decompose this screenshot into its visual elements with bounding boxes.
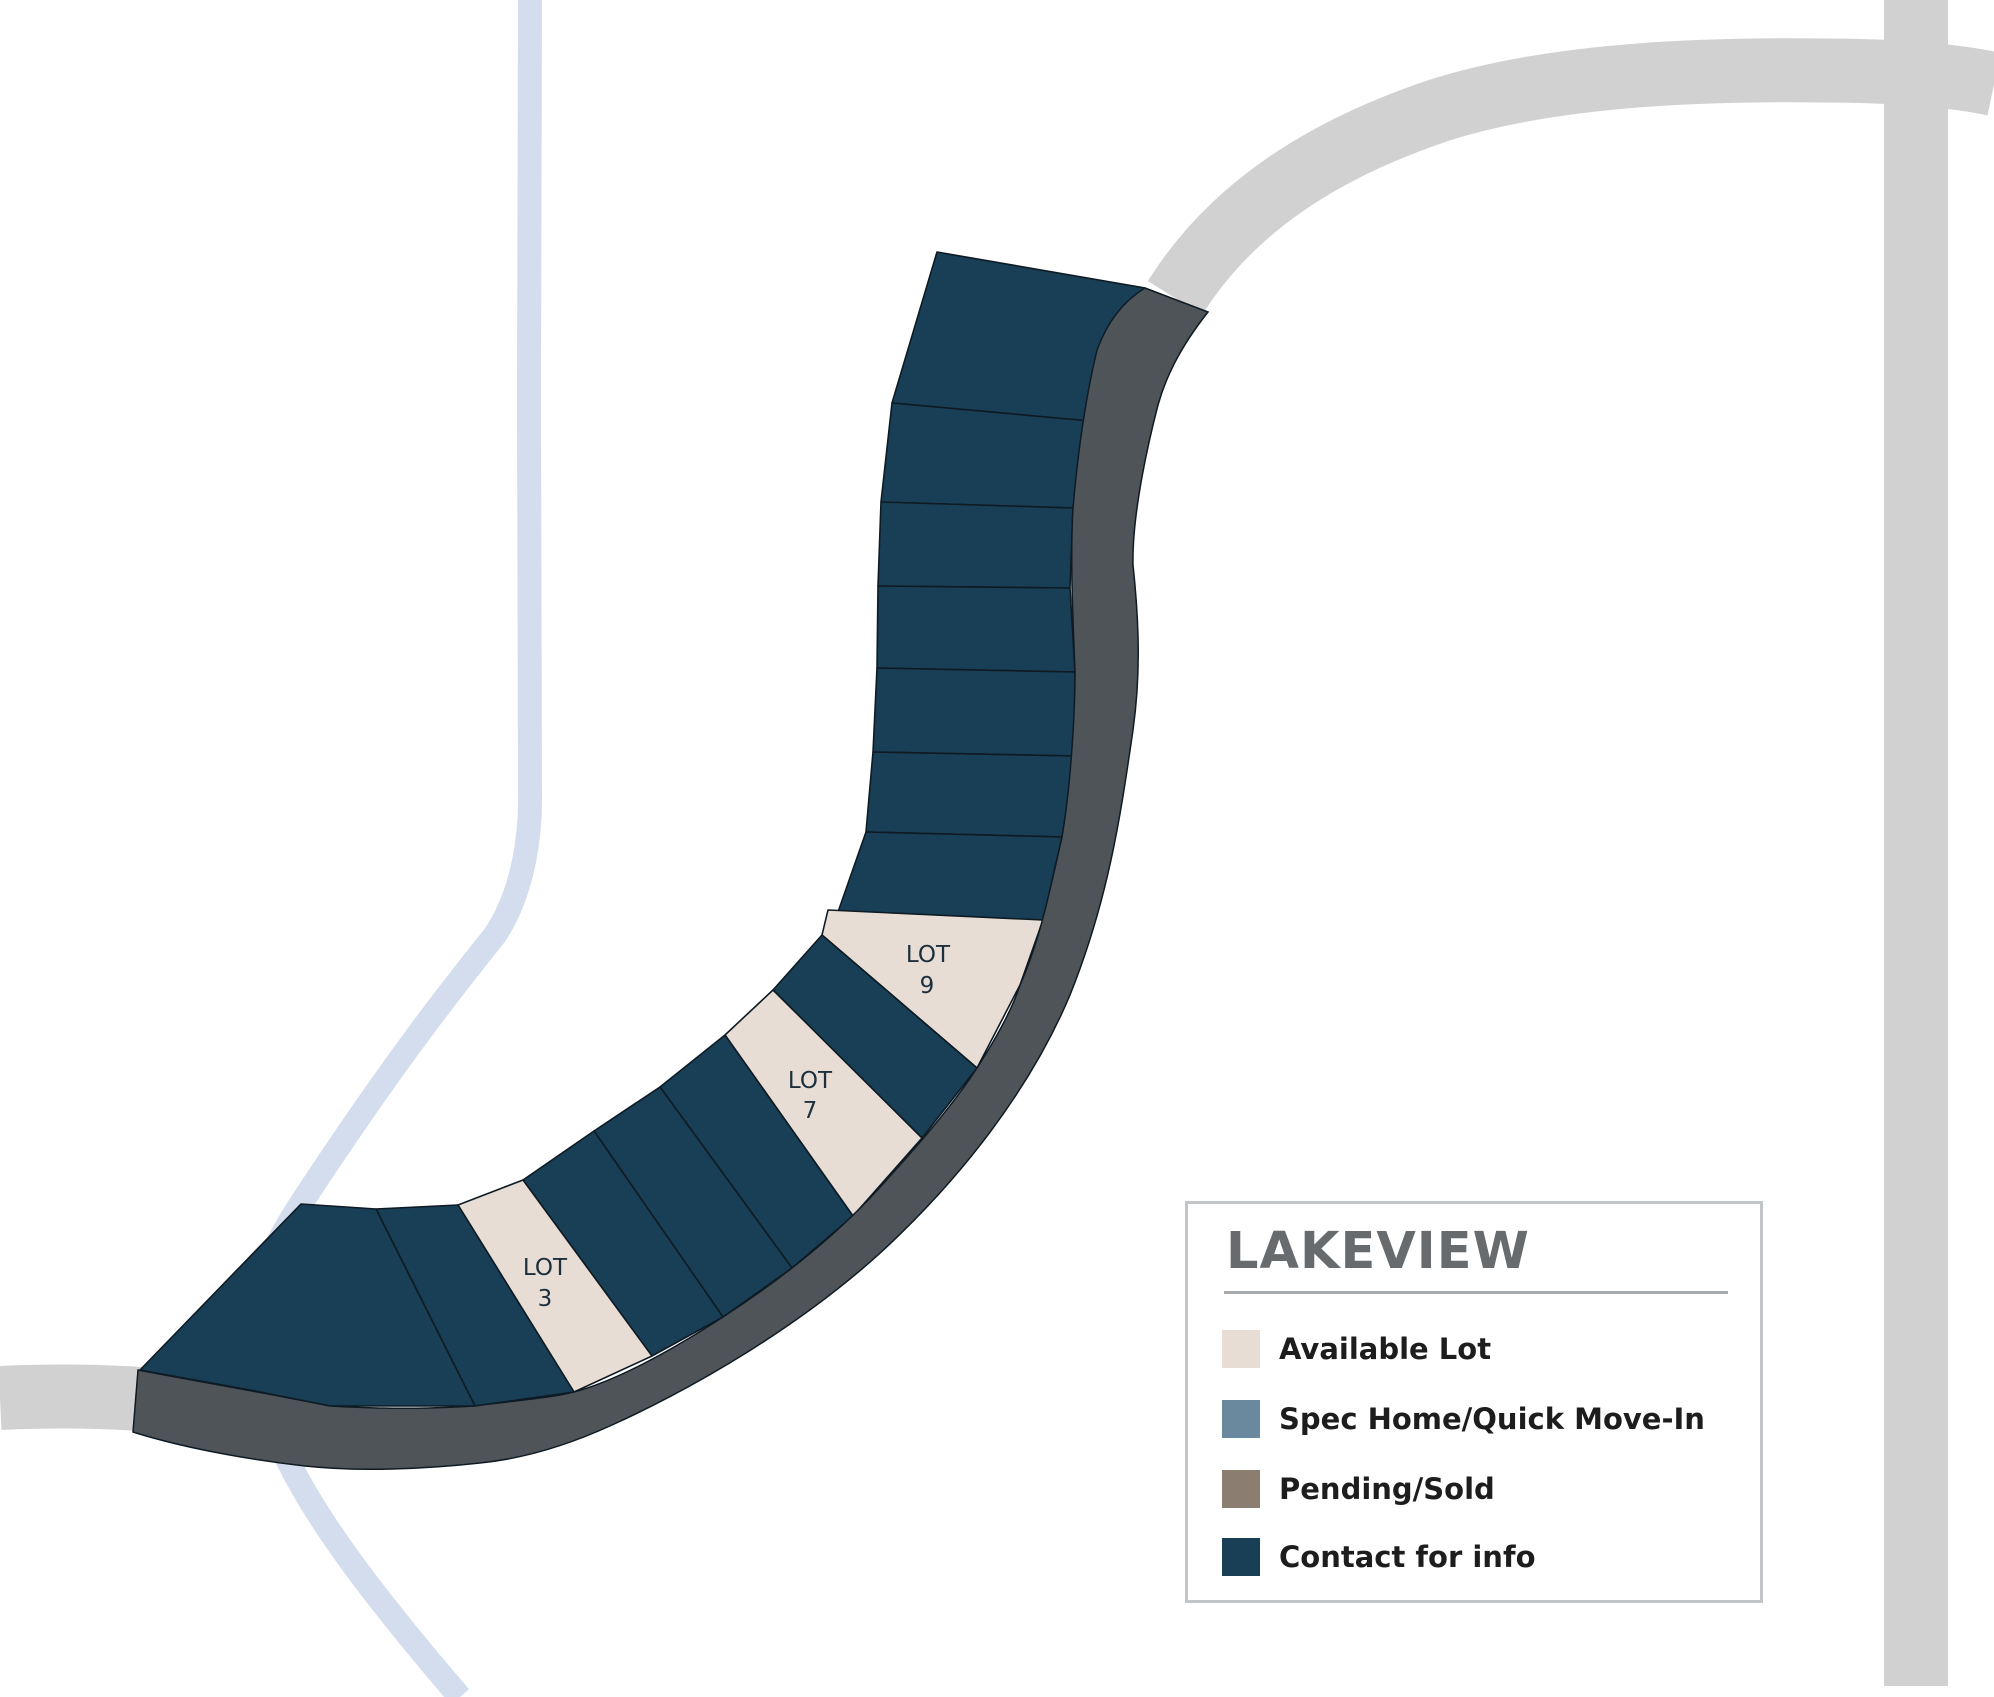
lot-7-label: LOT	[788, 1068, 833, 1094]
legend-item-spec-home: Spec Home/Quick Move-In	[1222, 1400, 1705, 1438]
lot-shape[interactable]	[872, 667, 1076, 757]
legend-title: LAKEVIEW	[1226, 1222, 1530, 1281]
legend-label-available: Available Lot	[1279, 1332, 1492, 1366]
lot-3-number: 3	[538, 1286, 553, 1312]
pending-sold-swatch	[1222, 1470, 1260, 1508]
lot-7-number: 7	[803, 1098, 818, 1124]
lot-9-number: 9	[920, 973, 935, 999]
lot-shape[interactable]	[876, 585, 1076, 673]
right-road	[1884, 0, 1948, 1686]
lot-labels: LOT 9 LOT 7 LOT 3	[523, 942, 951, 1312]
lot-shape[interactable]	[837, 831, 1063, 921]
legend: LAKEVIEW Available Lot Spec Home/Quick M…	[1185, 1201, 1763, 1603]
contact-swatch	[1222, 1538, 1260, 1576]
legend-label-pending-sold: Pending/Sold	[1279, 1472, 1495, 1506]
legend-item-pending-sold: Pending/Sold	[1222, 1470, 1495, 1508]
lot-shape[interactable]	[877, 501, 1074, 589]
legend-label-contact: Contact for info	[1279, 1540, 1536, 1574]
lots-layer	[139, 251, 1146, 1407]
legend-item-available: Available Lot	[1222, 1330, 1491, 1368]
street	[132, 287, 1210, 1471]
lot-shape[interactable]	[821, 909, 1044, 1069]
lot-3-label: LOT	[523, 1255, 568, 1281]
left-road	[0, 1364, 143, 1431]
top-road	[1147, 38, 1994, 316]
spec-home-swatch	[1222, 1400, 1260, 1438]
lot-9-label: LOT	[906, 942, 951, 968]
lot-shape[interactable]	[865, 751, 1076, 838]
legend-item-contact: Contact for info	[1222, 1538, 1536, 1576]
legend-label-spec-home: Spec Home/Quick Move-In	[1279, 1402, 1705, 1436]
legend-divider	[1224, 1291, 1728, 1294]
available-swatch	[1222, 1330, 1260, 1368]
lot-shape[interactable]	[880, 402, 1091, 509]
